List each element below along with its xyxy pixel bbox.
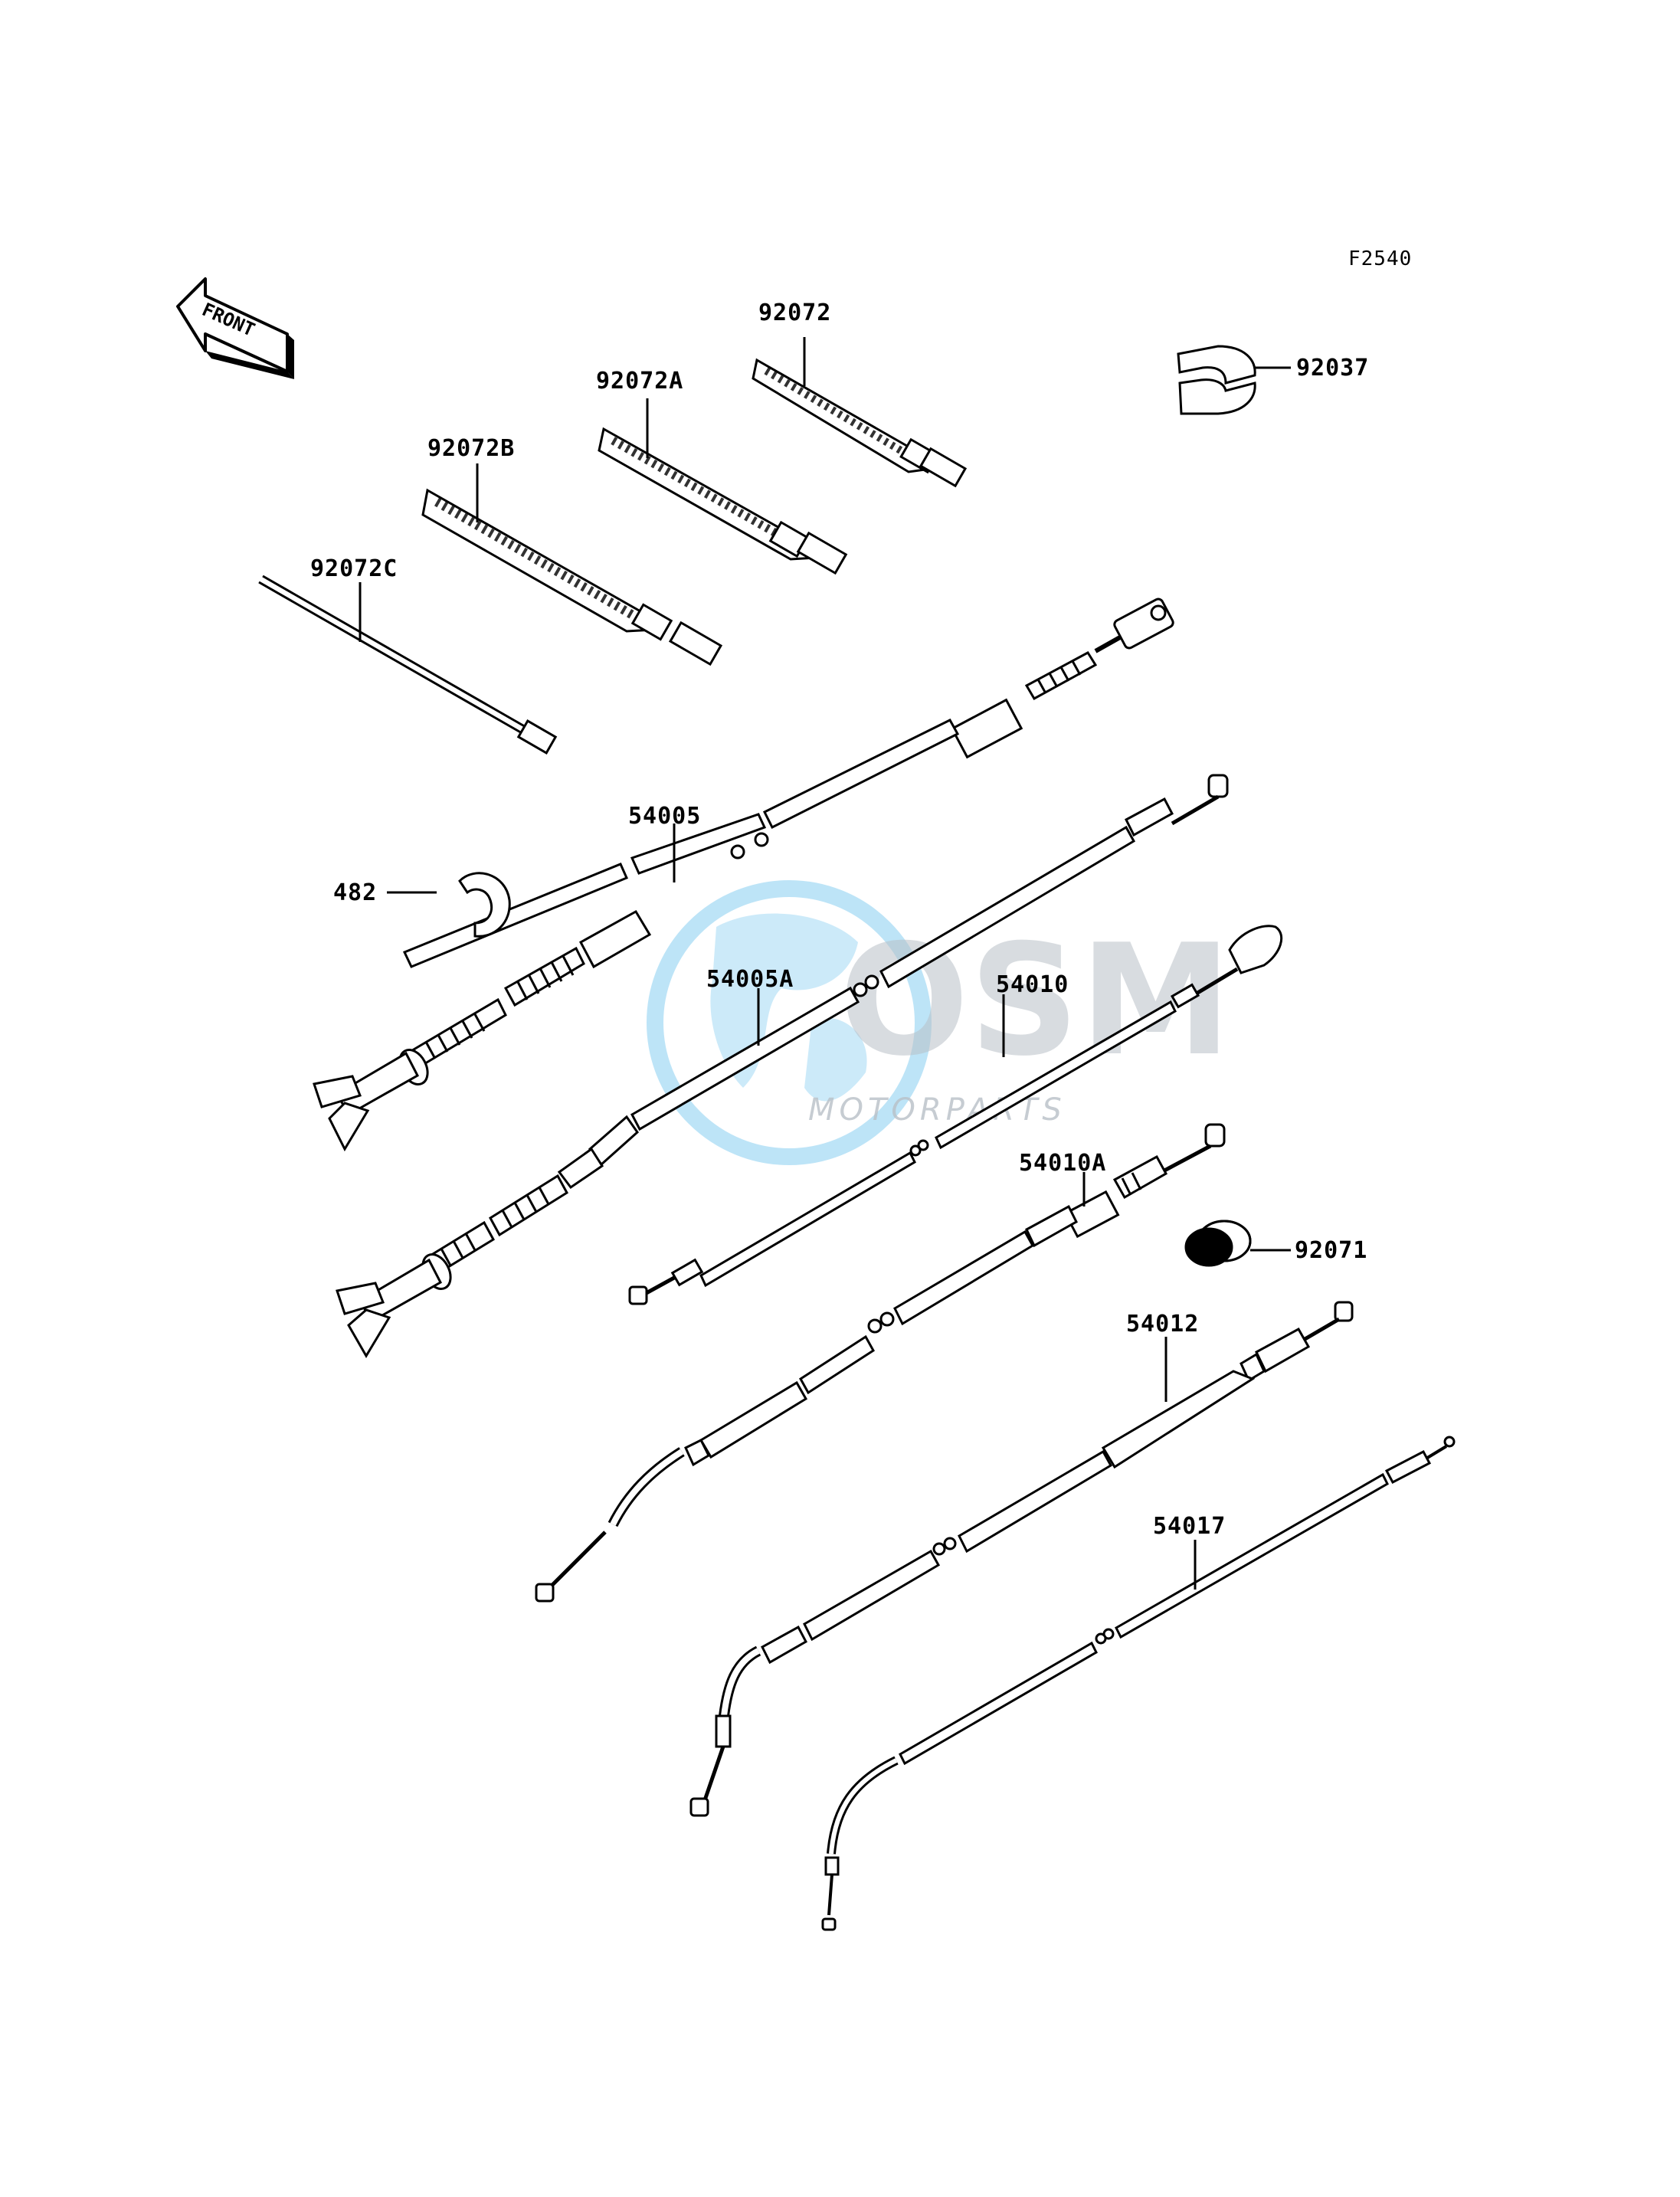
cable-tie-92072a [598,398,848,575]
callout-54010: 54010 [996,971,1069,998]
watermark: OSM MOTORPARTS [647,880,1232,1165]
callout-92072b: 92072B [427,435,515,462]
cable-tie-92072b [421,463,723,666]
callout-92072: 92072 [758,300,831,326]
clamp-92037 [1177,345,1291,415]
front-arrow-icon: FRONT [176,277,294,379]
callout-54012: 54012 [1126,1311,1199,1338]
callout-92072a: 92072A [596,368,683,395]
watermark-brand: OSM [839,912,1232,1090]
cable-54005a [336,774,1229,1358]
callout-92037: 92037 [1296,355,1369,381]
cable-tie-92072 [752,337,968,488]
figure-code: F2540 [1348,247,1412,270]
watermark-globe-icon [647,880,932,1165]
cable-54010a [535,1123,1226,1603]
callout-54010a: 54010A [1019,1150,1106,1177]
callout-54005: 54005 [628,803,701,830]
callout-92071: 92071 [1295,1237,1367,1264]
cable-54005 [313,598,1174,1152]
callout-54017: 54017 [1153,1513,1226,1540]
callout-482: 482 [333,879,377,906]
cable-54010 [628,925,1283,1305]
circlip-482 [387,872,511,938]
callout-92072c: 92072C [310,555,398,582]
cable-54012 [689,1301,1354,1817]
cable-tie-92072c [258,575,558,755]
callout-54005a: 54005A [706,966,794,993]
grommet-92071 [1184,1220,1291,1267]
cable-54017 [821,1436,1456,1931]
